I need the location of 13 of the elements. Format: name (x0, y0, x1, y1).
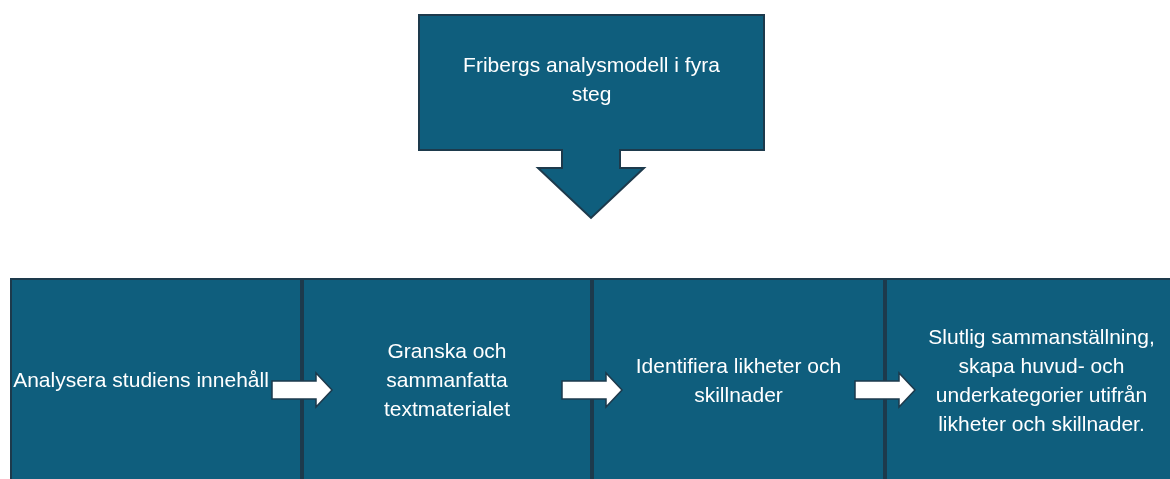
process-box (302, 278, 592, 479)
arrow-callout-box (418, 14, 765, 220)
step-text: Identifiera likheter och skillnader (634, 352, 843, 408)
step-text: Granska och sammanfatta textmaterialet (382, 338, 512, 422)
step-text: Slutlig sammanställning, skapa huvud- och underkategorier utifrån likheter och skillnader. (927, 323, 1156, 437)
block-arrow (561, 371, 624, 409)
block-arrow (854, 371, 917, 409)
step-text: Fribergs analysmodell i fyra steg (462, 52, 721, 107)
step-text: Analysera studiens innehåll (13, 367, 269, 393)
process-box (10, 278, 302, 479)
block-arrow (271, 371, 334, 409)
process-box (592, 278, 885, 479)
process-box (885, 278, 1170, 479)
